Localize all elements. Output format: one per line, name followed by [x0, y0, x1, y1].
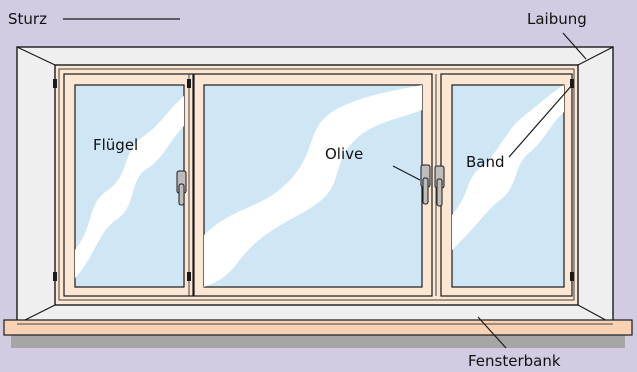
hinge-top-left — [53, 79, 57, 88]
hinge-top-center — [187, 79, 191, 88]
label-handle: Olive — [325, 145, 363, 163]
label-lintel: Sturz — [8, 10, 47, 28]
reveal-edge-left — [16, 46, 56, 66]
label-sash: Flügel — [93, 136, 138, 154]
label-sill: Fensterbank — [468, 352, 561, 370]
window-frame-inner-line — [58, 68, 575, 301]
hinge-bottom-right — [570, 272, 574, 281]
reflection-left — [75, 96, 184, 278]
label-reveal: Laibung — [527, 10, 587, 28]
label-hinge: Band — [466, 153, 505, 171]
leader-hinge — [508, 83, 574, 158]
hinge-bottom-left — [53, 272, 57, 281]
window-sill — [3, 319, 633, 336]
leader-reveal — [562, 32, 587, 60]
handle-left — [176, 170, 187, 206]
reveal-edge-right — [577, 46, 614, 66]
handle-right — [434, 165, 445, 207]
hinge-bottom-center — [187, 272, 191, 281]
hinge-top-right — [570, 79, 574, 88]
leader-handle — [392, 165, 421, 181]
reflection-middle — [204, 85, 422, 287]
leader-sill — [477, 316, 507, 349]
sill-shadow — [11, 332, 625, 348]
handle-middle — [420, 164, 431, 205]
